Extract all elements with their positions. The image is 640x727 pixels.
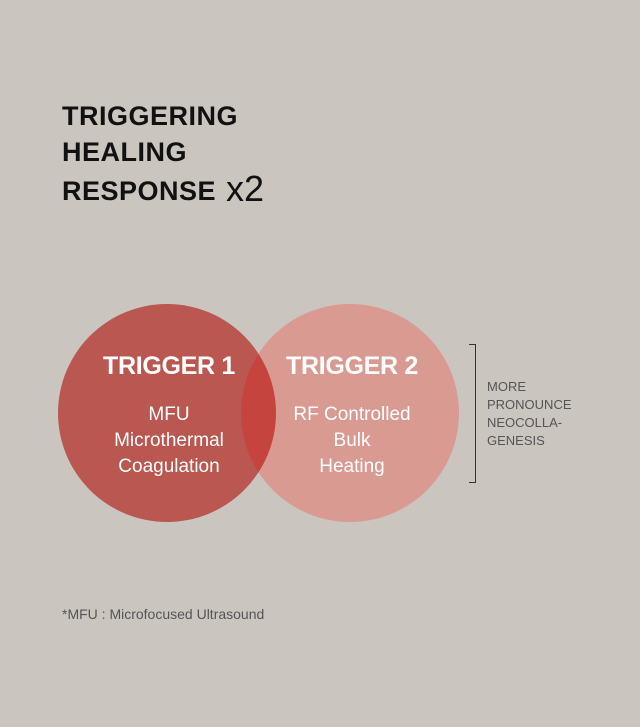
headline-line-2: HEALING [62,137,187,167]
footnote: *MFU : Microfocused Ultrasound [62,606,265,622]
trigger-2-description: RF Controlled Bulk Heating [243,402,461,480]
result-line: PRONOUNCE [487,397,572,412]
result-bracket [469,344,476,483]
trigger-2-desc-line: Bulk [333,430,371,451]
trigger-2-content: TRIGGER 2 RF Controlled Bulk Heating [243,304,461,522]
result-line: MORE [487,379,526,394]
trigger-2-desc-line: RF Controlled [293,404,411,425]
trigger-1-desc-line: Coagulation [118,456,220,477]
trigger-2-title: TRIGGER 2 [285,352,419,380]
trigger-1-description: MFU Microthermal Coagulation [60,402,278,480]
result-note: MORE PRONOUNCE NEOCOLLA- GENESIS [487,378,572,450]
trigger-1-circle [58,304,276,522]
trigger-1-title: TRIGGER 1 [102,352,236,380]
headline-line-3: RESPONSE x2 [62,170,264,209]
trigger-1-desc-line: MFU [148,404,190,425]
trigger-1-content: TRIGGER 1 MFU Microthermal Coagulation [60,304,278,522]
result-line: GENESIS [487,433,545,448]
headline-line-3-text: RESPONSE [62,176,217,206]
result-line: NEOCOLLA- [487,415,563,430]
headline-line-1: TRIGGERING [62,101,239,131]
trigger-2-circle [241,304,459,522]
trigger-2-desc-line: Heating [319,456,385,477]
headline-multiplier: x2 [226,168,265,209]
trigger-1-desc-line: Microthermal [114,430,224,451]
headline: TRIGGERING HEALING RESPONSE x2 [62,98,264,209]
